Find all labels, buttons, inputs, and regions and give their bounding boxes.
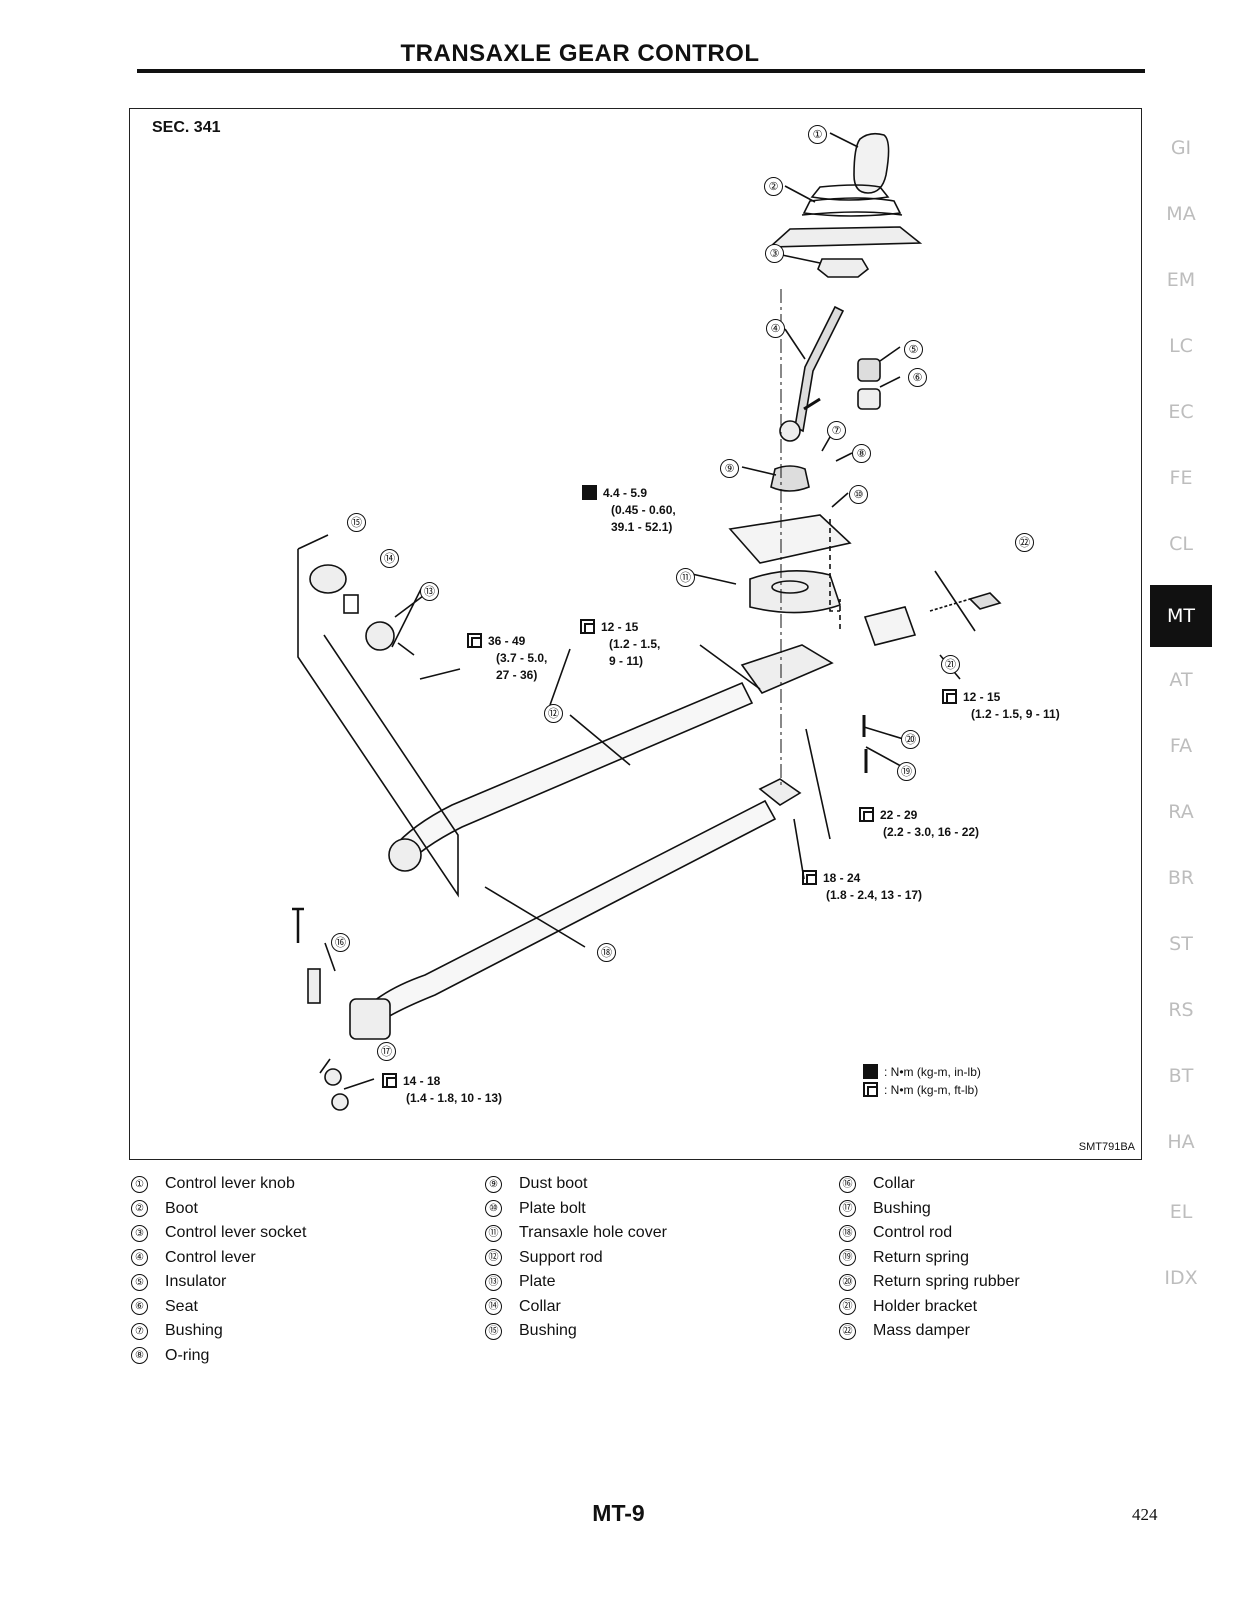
callout-22: ㉒ (1015, 533, 1034, 552)
callout-15: ⑮ (347, 513, 366, 532)
callout-10: ⑩ (849, 485, 868, 504)
torque-spec-control-rod: 18 - 24 (1.8 - 2.4, 13 - 17) (802, 870, 922, 904)
callout-13: ⑬ (420, 582, 439, 601)
torque-spec-plate-bolt: 4.4 - 5.9 (0.45 - 0.60, 39.1 - 52.1) (582, 485, 676, 536)
diagram-drawing (292, 132, 1002, 1111)
callout-2: ② (764, 177, 783, 196)
torque-inlb-icon (863, 1064, 878, 1079)
tab-ha[interactable]: HA (1167, 1131, 1195, 1153)
section-page-number: MT-9 (592, 1500, 645, 1526)
callout-17: ⑰ (377, 1042, 396, 1061)
title-rule (137, 69, 1145, 73)
callout-18: ⑱ (597, 943, 616, 962)
torque-spec-lever-nut: 22 - 29 (2.2 - 3.0, 16 - 22) (859, 807, 979, 841)
tab-at[interactable]: AT (1169, 669, 1193, 691)
page-number: 424 (1132, 1505, 1158, 1524)
torque-ftlb-icon (863, 1082, 878, 1097)
tab-lc[interactable]: LC (1169, 335, 1193, 357)
tab-em[interactable]: EM (1166, 269, 1196, 291)
tab-fe[interactable]: FE (1169, 467, 1193, 489)
tab-rs[interactable]: RS (1168, 999, 1194, 1021)
tab-mt[interactable]: MT (1150, 585, 1212, 647)
tab-fa[interactable]: FA (1169, 735, 1193, 757)
page-title: TRANSAXLE GEAR CONTROL (400, 40, 760, 67)
tab-ma[interactable]: MA (1166, 203, 1196, 225)
torque-ftlb-icon (859, 807, 874, 822)
tab-ec[interactable]: EC (1168, 401, 1194, 423)
tab-bt[interactable]: BT (1168, 1065, 1194, 1087)
callout-4: ④ (766, 319, 785, 338)
torque-ftlb-icon (382, 1073, 397, 1088)
torque-spec-holder-bracket: 12 - 15 (1.2 - 1.5, 9 - 11) (942, 689, 1060, 723)
callout-14: ⑭ (380, 549, 399, 568)
callout-8: ⑧ (852, 444, 871, 463)
legend-ftlb: : N•m (kg-m, ft-lb) (863, 1081, 978, 1099)
tab-ra[interactable]: RA (1168, 801, 1194, 823)
callout-12: ⑫ (544, 704, 563, 723)
callout-21: ㉑ (941, 655, 960, 674)
callout-3: ③ (765, 244, 784, 263)
legend-inlb: : N•m (kg-m, in-lb) (863, 1063, 981, 1081)
tab-idx[interactable]: IDX (1164, 1267, 1198, 1289)
torque-spec-plate: 36 - 49 (3.7 - 5.0, 27 - 36) (467, 633, 547, 684)
tab-st[interactable]: ST (1169, 933, 1193, 955)
callout-9: ⑨ (720, 459, 739, 478)
callout-6: ⑥ (908, 368, 927, 387)
callout-20: ⑳ (901, 730, 920, 749)
callout-5: ⑤ (904, 340, 923, 359)
torque-ftlb-icon (942, 689, 957, 704)
torque-spec-support-rod: 12 - 15 (1.2 - 1.5, 9 - 11) (580, 619, 660, 670)
tab-cl[interactable]: CL (1169, 533, 1193, 555)
callout-16: ⑯ (331, 933, 350, 952)
torque-ftlb-icon (467, 633, 482, 648)
callout-11: ⑪ (676, 568, 695, 587)
torque-spec-control-rod-end: 14 - 18 (1.4 - 1.8, 10 - 13) (382, 1073, 502, 1107)
callout-1: ① (808, 125, 827, 144)
torque-inlb-icon (582, 485, 597, 500)
figure-code: SMT791BA (1078, 1141, 1135, 1153)
torque-ftlb-icon (580, 619, 595, 634)
section-label: SEC. 341 (152, 119, 221, 136)
callout-7: ⑦ (827, 421, 846, 440)
tab-br[interactable]: BR (1167, 867, 1195, 889)
callout-19: ⑲ (897, 762, 916, 781)
exploded-diagram: SEC. 341 ① ② ③ ④ ⑤ ⑥ ⑦ ⑧ ⑨ ⑩ ⑪ ⑫ ⑬ ⑭ ⑮ ⑯… (129, 108, 1142, 1160)
tab-gi[interactable]: GI (1170, 137, 1192, 159)
tab-el[interactable]: EL (1169, 1201, 1193, 1223)
torque-ftlb-icon (802, 870, 817, 885)
